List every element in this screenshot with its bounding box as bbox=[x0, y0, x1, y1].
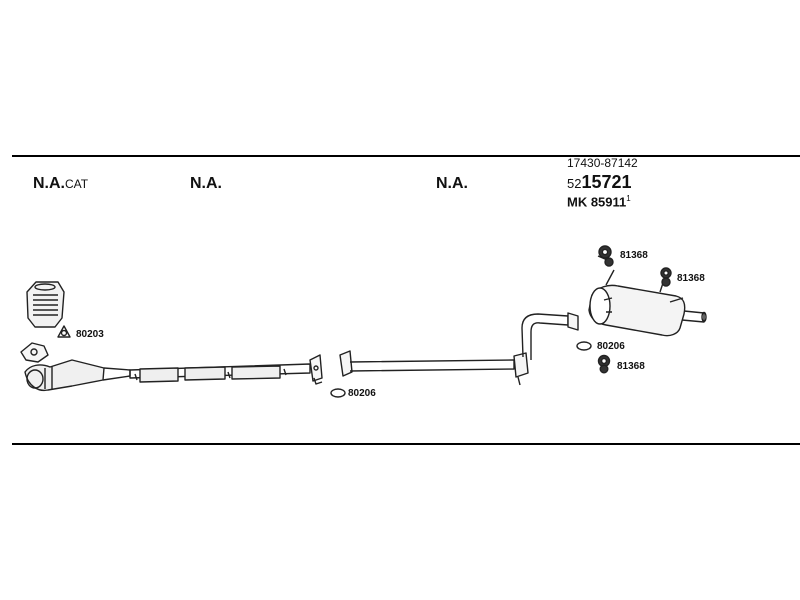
gasket-mid-icon bbox=[330, 388, 346, 398]
part-number-mk-sup: 1 bbox=[626, 194, 631, 203]
code-gasket-front: 80203 bbox=[76, 329, 104, 340]
heat-shield-part bbox=[26, 281, 65, 328]
code-hanger-top: 81368 bbox=[620, 250, 648, 261]
hanger-right-icon bbox=[660, 267, 672, 287]
gasket-front-icon bbox=[57, 325, 71, 338]
section-label-mid: N.A. bbox=[190, 175, 222, 192]
part-number-walker: 5215721 bbox=[567, 173, 638, 191]
gasket-rear-icon bbox=[576, 341, 592, 351]
bottom-rule bbox=[12, 443, 800, 445]
part-number-mk-text: MK 85911 bbox=[567, 194, 627, 210]
front-flange-part bbox=[20, 342, 49, 363]
section-label-rear: N.A. bbox=[436, 175, 468, 192]
part-number-mk: MK 859111 bbox=[567, 194, 638, 210]
hanger-top-icon bbox=[597, 245, 614, 267]
code-gasket-mid: 80206 bbox=[348, 388, 376, 399]
catalytic-converter-part bbox=[24, 359, 131, 392]
section-label-cat-suffix: CAT bbox=[65, 177, 89, 191]
section-label-cat: N.A.CAT bbox=[33, 175, 88, 193]
muffler-part-numbers: 17430-87142 5215721 MK 859111 bbox=[567, 157, 638, 208]
part-number-walker-prefix: 52 bbox=[567, 176, 582, 191]
section-label-cat-text: N.A. bbox=[33, 175, 65, 192]
code-hanger-right: 81368 bbox=[677, 273, 705, 284]
code-gasket-rear: 80206 bbox=[597, 341, 625, 352]
top-rule bbox=[12, 155, 800, 157]
rear-muffler-part bbox=[588, 269, 707, 337]
intermediate-pipe-part bbox=[129, 354, 323, 385]
hanger-bottom-icon bbox=[597, 354, 611, 374]
center-pipe-part bbox=[339, 312, 579, 386]
part-number-walker-main: 15721 bbox=[581, 172, 632, 192]
code-hanger-bottom: 81368 bbox=[617, 361, 645, 372]
part-number-oem: 17430-87142 bbox=[567, 156, 638, 170]
